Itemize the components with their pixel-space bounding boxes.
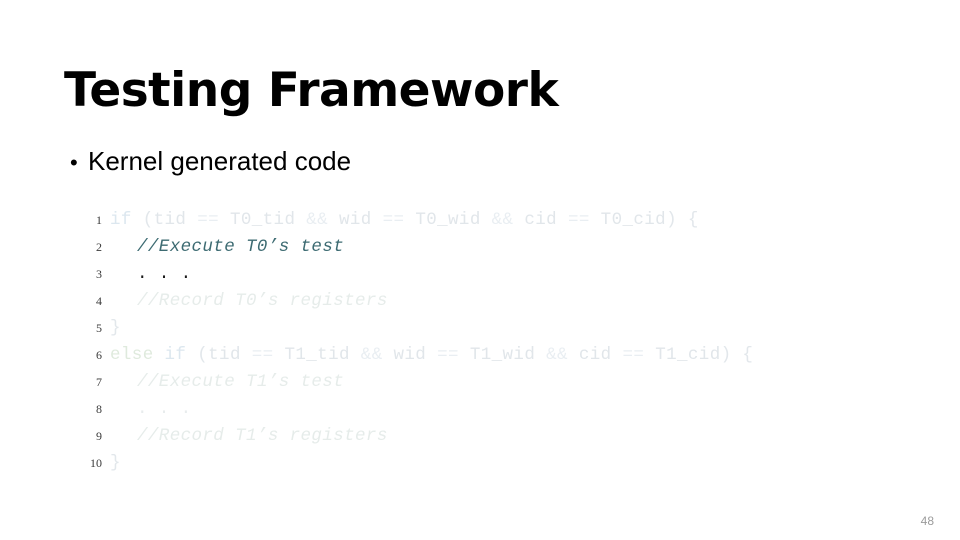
code-token: wid xyxy=(393,345,427,365)
code-line: 1 if (tid == T0_tid && wid == T0_wid && c… xyxy=(72,210,902,237)
code-line-number: 7 xyxy=(96,375,102,389)
code-token xyxy=(132,210,143,230)
code-line-number: 10 xyxy=(90,456,102,470)
bullet-marker-icon: • xyxy=(70,150,78,175)
code-line: 6 else if (tid == T1_tid && wid == T1_wid… xyxy=(72,345,902,372)
code-line: 4 //Record T0’s registers xyxy=(72,291,902,318)
code-line-number: 2 xyxy=(96,240,102,254)
code-line-text: else if (tid == T1_tid && wid == T1_wid … xyxy=(110,345,753,365)
page-number: 48 xyxy=(920,514,934,528)
code-token: T1_tid xyxy=(284,345,350,365)
code-token: ( xyxy=(142,210,154,230)
code-token: } xyxy=(110,453,121,473)
code-line-text: //Execute T1’s test xyxy=(110,372,344,392)
code-line-number: 9 xyxy=(96,429,102,443)
code-token: T1_wid xyxy=(469,345,536,365)
code-token: && xyxy=(349,345,394,365)
code-line-text: //Record T0’s registers xyxy=(110,291,388,311)
code-token: //Execute T1’s test xyxy=(137,372,345,392)
code-line-number: 3 xyxy=(96,267,102,281)
code-token: == xyxy=(426,345,470,365)
code-token: T0_tid xyxy=(229,210,296,230)
code-token: //Record T0’s registers xyxy=(137,291,388,311)
code-token: T0_cid xyxy=(600,210,667,230)
code-token: tid xyxy=(208,345,241,365)
code-token: //Record T1’s registers xyxy=(137,426,388,446)
code-token xyxy=(154,345,165,365)
code-token xyxy=(186,345,197,365)
code-token: } xyxy=(110,318,121,338)
code-token: ) { xyxy=(666,210,699,230)
bullet-item-label: Kernel generated code xyxy=(88,146,352,176)
code-line-text: } xyxy=(110,453,121,473)
code-token: ) { xyxy=(720,345,754,365)
code-line: 3 . . . xyxy=(72,264,902,291)
code-token: T0_wid xyxy=(415,210,481,230)
code-line-number: 6 xyxy=(96,348,102,362)
code-line: 8 . . . xyxy=(72,399,902,426)
code-line-number: 8 xyxy=(96,402,102,416)
code-token: tid xyxy=(153,210,187,230)
code-token: else xyxy=(110,345,154,365)
code-line-number: 4 xyxy=(96,294,102,308)
code-token: == xyxy=(240,345,285,365)
bullet-list-item: • Kernel generated code xyxy=(70,146,351,177)
code-line: 9 //Record T1’s registers xyxy=(72,426,902,453)
code-line: 10} xyxy=(72,453,902,480)
code-line-text: . . . xyxy=(110,264,192,284)
code-token: . . . xyxy=(137,264,192,284)
code-token: . . . xyxy=(137,399,192,419)
code-token: T1_cid xyxy=(655,345,721,365)
code-line: 2 //Execute T0’s test xyxy=(72,237,902,264)
code-line-text: //Execute T0’s test xyxy=(110,237,344,257)
code-token: && xyxy=(535,345,579,365)
code-token: == xyxy=(557,210,601,230)
code-line-number: 5 xyxy=(96,321,102,335)
code-token: == xyxy=(371,210,416,230)
code-token: cid xyxy=(578,345,612,365)
code-token: && xyxy=(480,210,525,230)
code-line: 5} xyxy=(72,318,902,345)
code-token: ( xyxy=(197,345,209,365)
code-token: == xyxy=(611,345,656,365)
code-token: && xyxy=(295,210,339,230)
code-token: wid xyxy=(338,210,372,230)
page-title: Testing Framework xyxy=(64,63,559,119)
code-line-text: } xyxy=(110,318,121,338)
code-token: //Execute T0’s test xyxy=(137,237,345,257)
code-line-number: 1 xyxy=(96,213,102,227)
code-token: if xyxy=(164,345,187,365)
code-token: if xyxy=(110,210,132,230)
code-token: == xyxy=(186,210,230,230)
code-line-text: //Record T1’s registers xyxy=(110,426,388,446)
code-token: cid xyxy=(524,210,558,230)
code-line: 7 //Execute T1’s test xyxy=(72,372,902,399)
code-line-text: . . . xyxy=(110,399,192,419)
code-line-text: if (tid == T0_tid && wid == T0_wid && ci… xyxy=(110,210,699,230)
